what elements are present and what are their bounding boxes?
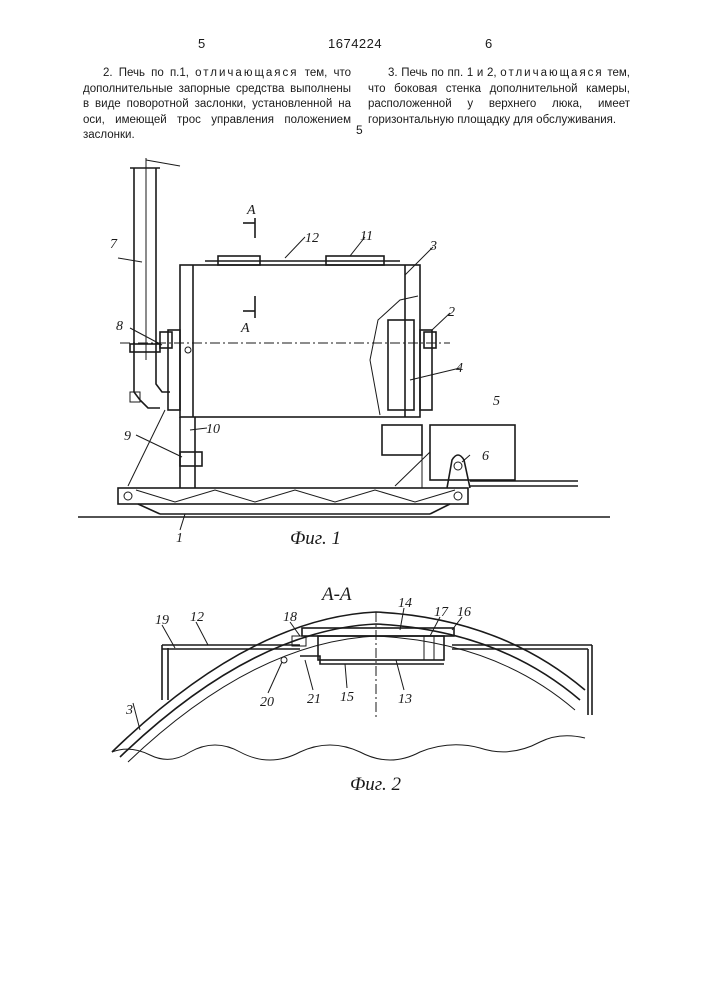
hatch-chamber [161,644,593,715]
label-10: 10 [206,422,220,437]
fig2-label-16: 16 [457,605,471,620]
fig2-label-19: 19 [155,613,169,628]
fig2-label-15: 15 [340,690,354,705]
claim-3-text: тем, что боковая стенка дополнительной к… [368,67,630,126]
page-number-left: 5 [198,36,206,51]
label-3: 3 [429,239,437,254]
chimney-pipe [129,158,181,409]
claim-3-spaced: отличающаяся [500,67,604,79]
claim-3-lead: 3. Печь по пп. 1 и 2, [388,67,497,79]
label-8: 8 [116,319,123,334]
label-6: 6 [482,449,489,464]
base-frame [117,409,469,515]
fig2-label-12: 12 [190,610,204,625]
label-7: 7 [110,237,118,252]
claim-3: 3. Печь по пп. 1 и 2, отличающаяся тем, … [368,66,630,128]
section-marks [243,218,256,318]
label-5: 5 [493,394,500,409]
fig2-leader-lines [132,607,463,731]
section-label-bottom: A [240,321,250,336]
furnace-drum [120,264,450,418]
label-11: 11 [360,229,373,244]
top-hatches [205,255,400,266]
fig2-label-13: 13 [398,692,412,707]
label-9: 9 [124,429,131,444]
damper-column [129,343,203,488]
leader-lines [117,236,471,531]
hatch-cover [280,612,455,720]
fig2-label-21: 21 [307,692,321,707]
label-4: 4 [456,361,463,376]
section-label-top: A [246,203,256,218]
label-2: 2 [448,305,455,320]
drum-arch-outer [111,611,586,753]
figure-1-drawing: 7 8 9 10 12 11 3 2 4 5 6 1 A A Фиг. 1 [78,158,610,549]
figure-2-drawing: А-А [111,584,593,795]
fig2-label-3: 3 [125,703,133,718]
fig2-label-17: 17 [434,605,449,620]
claim-2: 2. Печь по п.1, отличающаяся тем, что до… [83,66,351,144]
fig2-label-20: 20 [260,695,274,710]
figure-2-caption: Фиг. 2 [350,774,401,795]
label-12: 12 [305,231,319,246]
claim-2-lead: 2. Печь по п.1, [103,67,189,79]
line-number-marker: 5 [356,123,363,137]
fig2-label-18: 18 [283,610,297,625]
claim-2-text: тем, что дополнительные запорные средств… [83,67,352,141]
burner-unit [381,424,578,489]
figure-2-section-title: А-А [320,584,352,605]
drum-arch-inner [119,623,581,758]
patent-number: 1674224 [328,36,383,51]
label-1: 1 [176,531,183,546]
break-line [111,735,586,761]
page-number-right: 6 [485,36,493,51]
fig2-label-14: 14 [398,596,412,611]
claim-2-spaced: отличающаяся [195,67,299,79]
figure-1-caption: Фиг. 1 [290,528,341,549]
